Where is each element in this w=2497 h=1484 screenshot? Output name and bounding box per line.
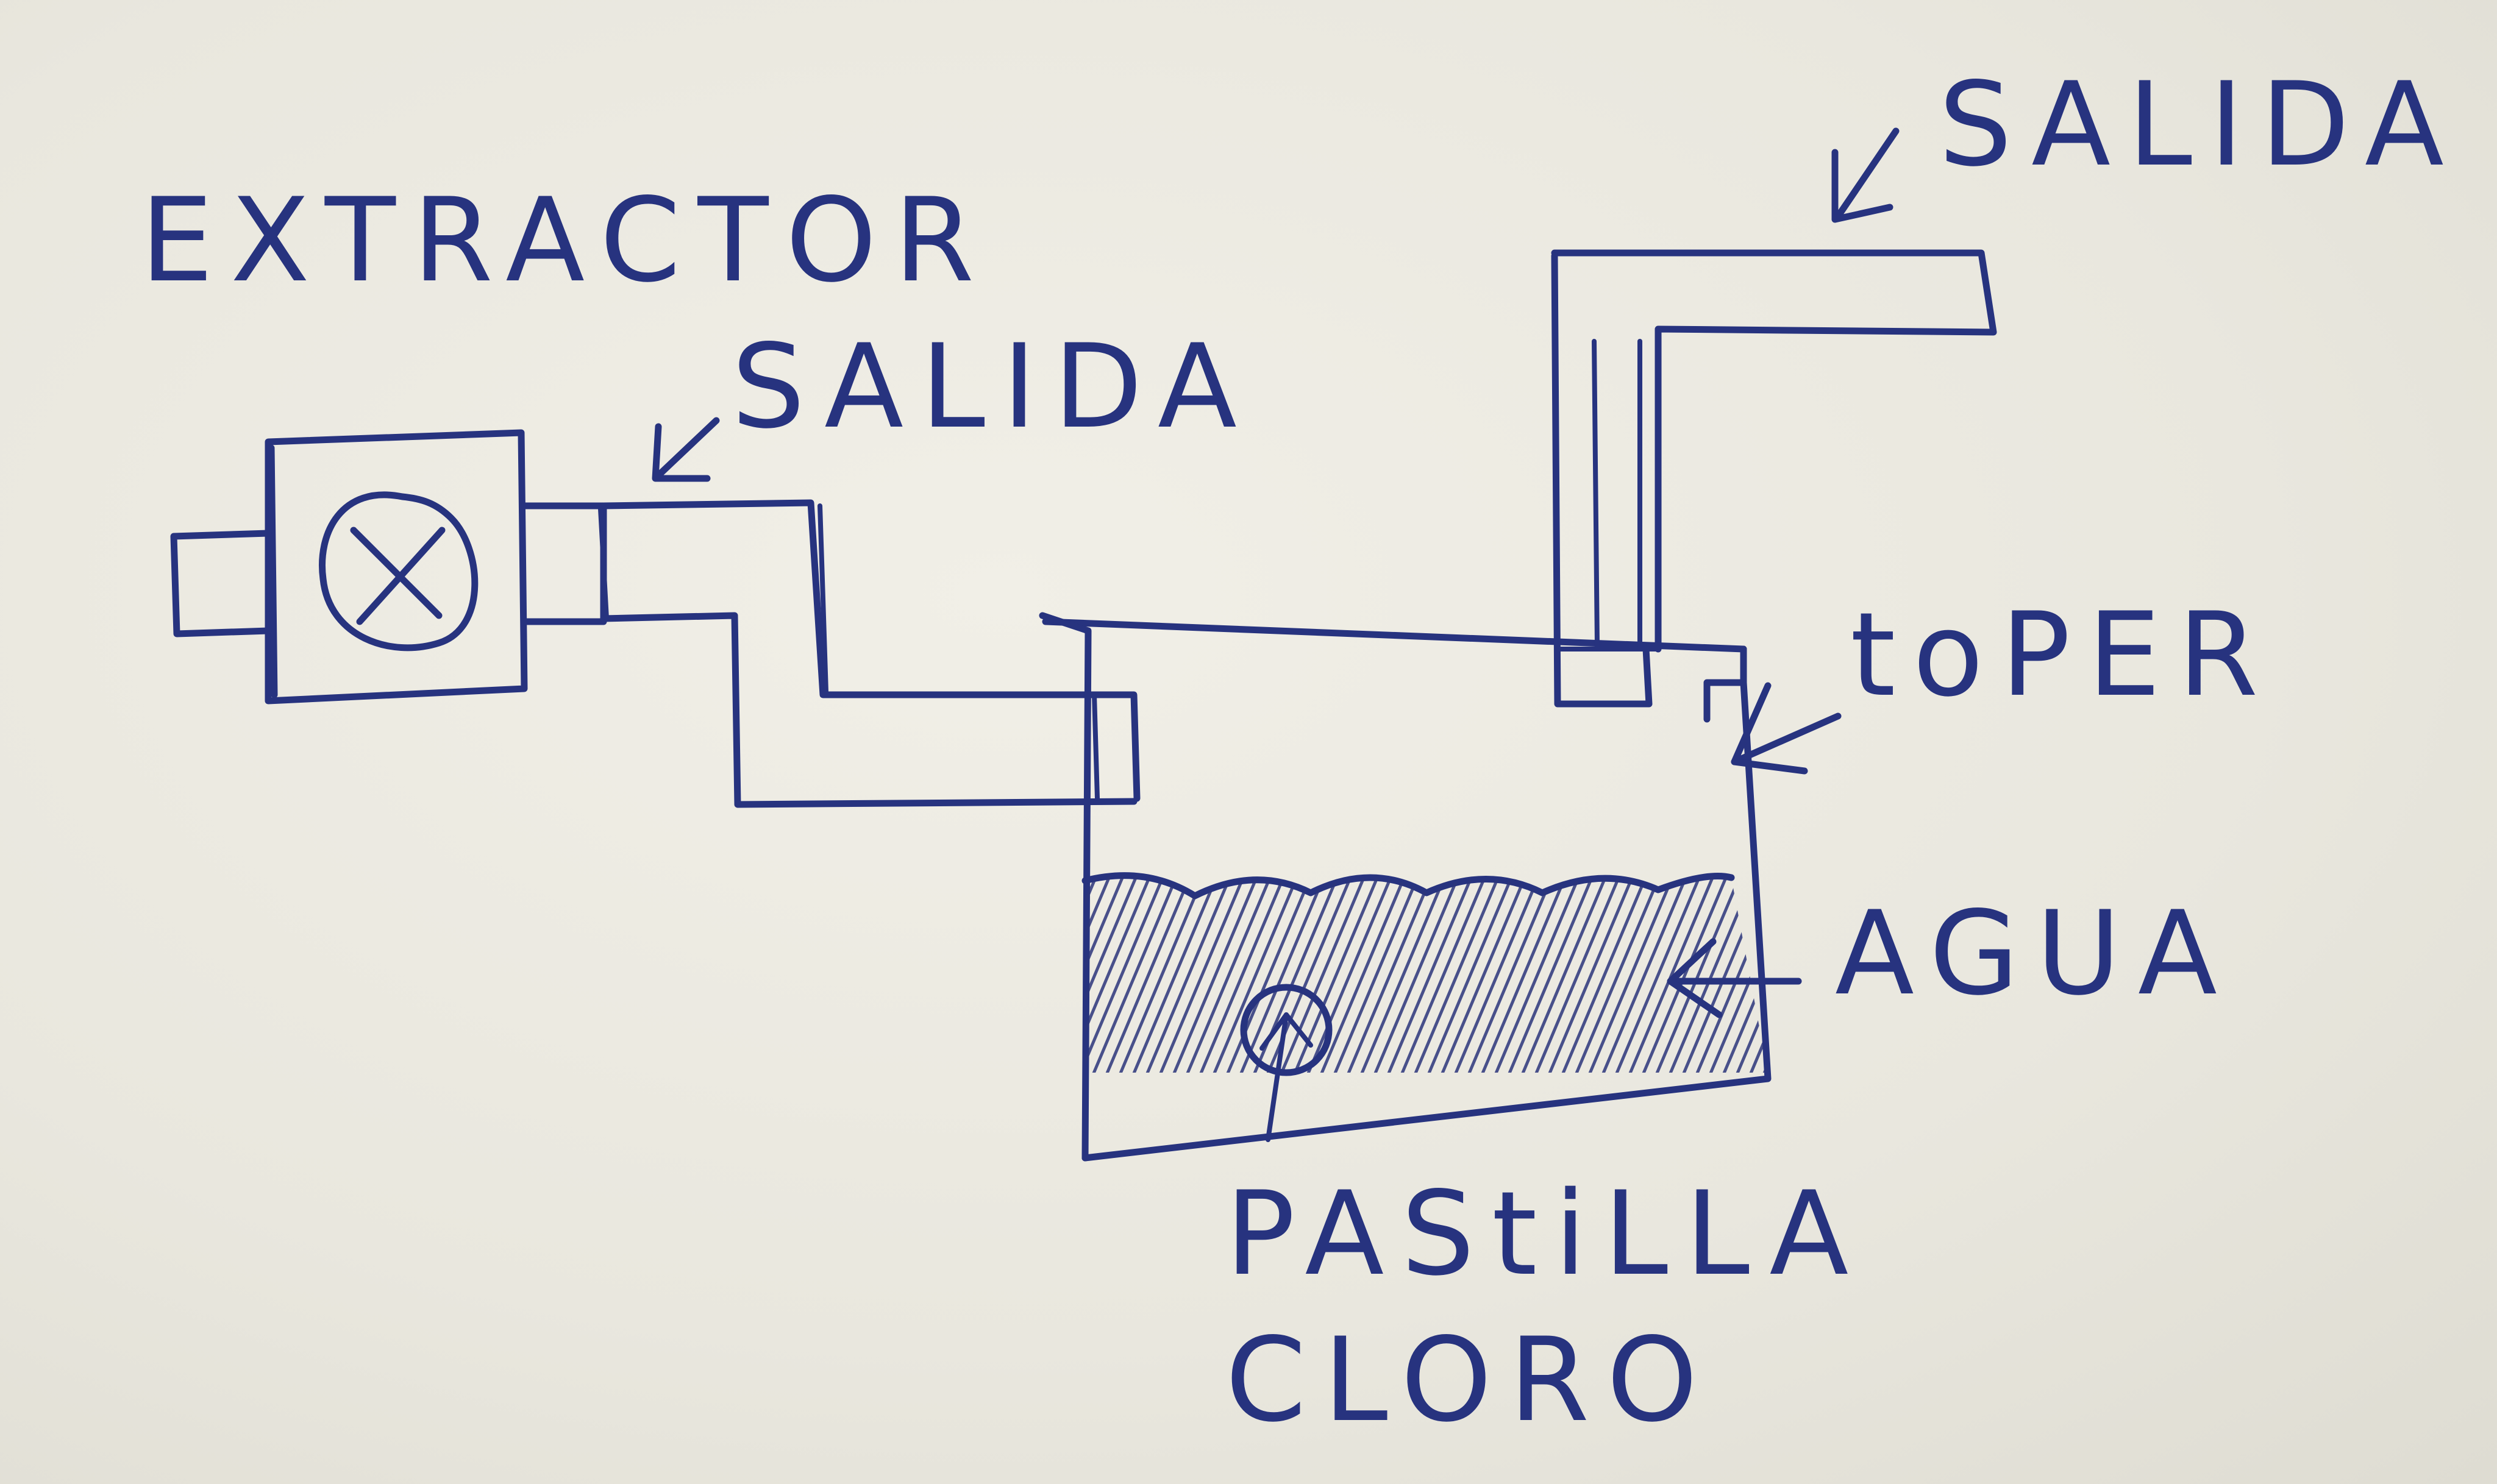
label-salida-1: SALIDA bbox=[732, 319, 1254, 454]
arrow-toper bbox=[1731, 682, 1842, 775]
label-agua: AGUA bbox=[1835, 886, 2234, 1021]
extractor-fan bbox=[170, 429, 607, 705]
label-pastilla: PAStiLLA bbox=[1225, 1166, 1865, 1301]
outlet-pipe-vertical bbox=[1551, 249, 1997, 708]
label-extractor: EXTRACTOR bbox=[140, 173, 991, 308]
arrow-salida-2 bbox=[1831, 127, 1900, 223]
label-cloro: CLORO bbox=[1225, 1313, 1715, 1447]
outlet-pipe-extractor bbox=[598, 499, 1141, 808]
fan-x-icon bbox=[319, 491, 479, 651]
water-body bbox=[1081, 872, 1768, 1073]
arrow-salida-1 bbox=[652, 417, 720, 482]
label-toper: toPER bbox=[1850, 588, 2275, 722]
toper-container bbox=[1039, 612, 1772, 1162]
chlorine-tablet-icon bbox=[1240, 984, 1333, 1142]
arrow-agua bbox=[1667, 938, 1802, 1018]
label-salida-2: SALIDA bbox=[1939, 57, 2461, 192]
